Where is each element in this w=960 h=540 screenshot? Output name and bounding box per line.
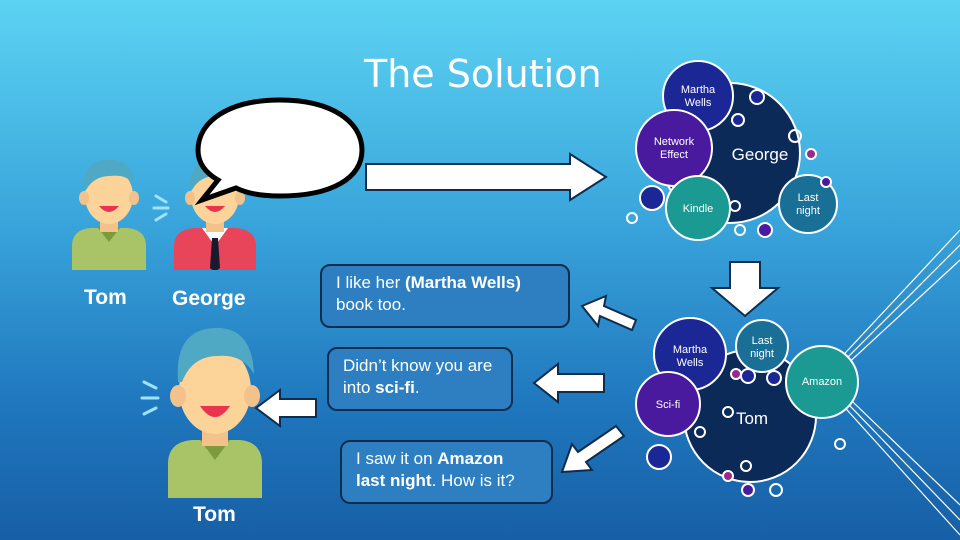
- arrow-to-tom-icon: [254, 388, 317, 428]
- response-bubble-3: I saw it on Amazon last night. How is it…: [340, 440, 553, 504]
- response-bubble-1: I like her (Martha Wells) book too.: [320, 264, 570, 328]
- svg-text:Network: Network: [654, 136, 695, 148]
- george-label: George: [172, 287, 246, 310]
- speech-highlight-device: Kindle last night: [227, 147, 323, 173]
- svg-text:night: night: [796, 205, 820, 217]
- svg-text:Last: Last: [798, 192, 819, 204]
- svg-text:Kindle: Kindle: [683, 203, 714, 215]
- svg-text:Martha: Martha: [673, 344, 708, 356]
- tom-avatar-large: [140, 327, 262, 498]
- tom-top-label: Tom: [84, 286, 127, 309]
- george-interest-graph: George Martha Wells Network Effect Kindl…: [626, 60, 838, 241]
- svg-text:Martha: Martha: [681, 84, 716, 96]
- arrow-down-left-icon: [560, 424, 626, 474]
- svg-text:Effect: Effect: [660, 149, 688, 161]
- svg-text:Last: Last: [752, 335, 773, 347]
- response-bubble-2: Didn’t know you are into sci-fi.: [327, 347, 513, 411]
- svg-text:Wells: Wells: [677, 357, 704, 369]
- tom-interest-graph: Tom Martha Wells Last night Amazon Sci-f…: [635, 317, 859, 497]
- arrow-down-icon: [709, 261, 781, 318]
- arrow-left-icon: [532, 361, 605, 405]
- tom-center-label: Tom: [736, 409, 768, 428]
- svg-text:night: night: [750, 348, 774, 360]
- tom-bottom-label: Tom: [193, 503, 236, 526]
- svg-text:Wells: Wells: [685, 97, 712, 109]
- tom-avatar-small: [72, 159, 146, 270]
- slide-title: The Solution: [364, 52, 602, 96]
- george-center-label: George: [732, 145, 789, 164]
- svg-text:Amazon: Amazon: [802, 376, 842, 388]
- speech-bubble: [194, 97, 365, 206]
- arrow-right-icon: [365, 152, 608, 202]
- speech-highlight-book: Network Effect: [227, 119, 320, 145]
- speech-highlight-author: Martha Wells: [275, 133, 343, 145]
- speech-bubble-text: I read the Network Effect by Martha Well…: [227, 119, 343, 173]
- sound-lines-icon: [152, 194, 170, 222]
- svg-text:Sci-fi: Sci-fi: [656, 399, 680, 411]
- arrow-up-left-icon: [580, 294, 638, 332]
